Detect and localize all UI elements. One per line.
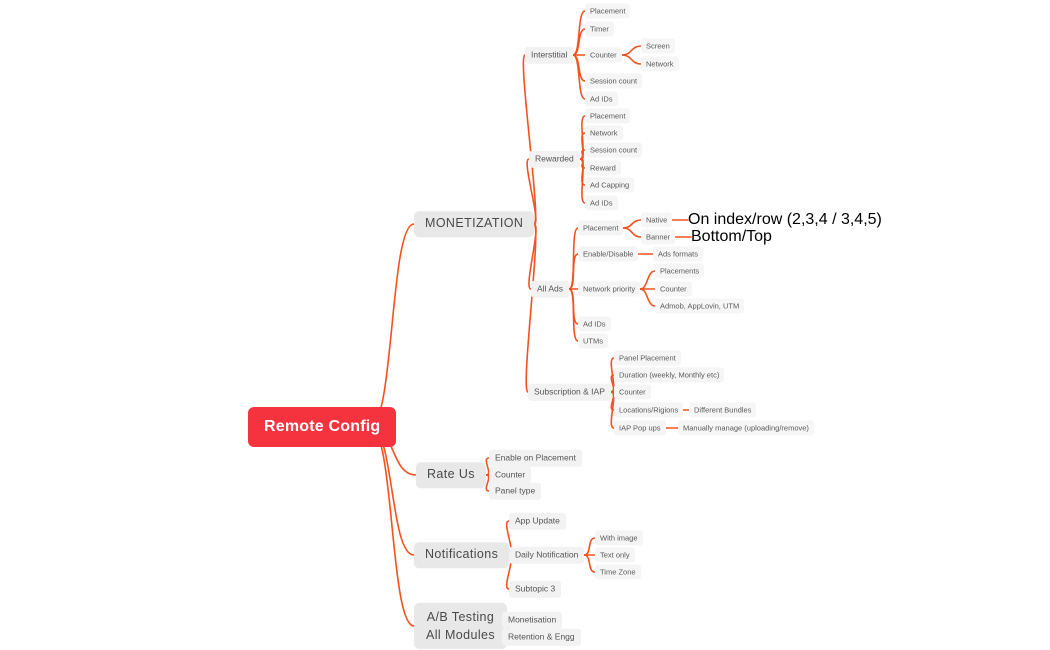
subtopic-node-timer[interactable]: Timer <box>585 21 614 37</box>
subtopic-node-with-image[interactable]: With image <box>595 530 643 546</box>
subtopic-node-reward[interactable]: Reward <box>585 160 621 176</box>
subtopic-node-counter[interactable]: Counter <box>585 47 622 63</box>
subtopic-node-placement[interactable]: Placement <box>578 220 624 236</box>
topic-node-subscription-iap[interactable]: Subscription & IAP <box>528 383 611 401</box>
subtopic-node-ad-ids[interactable]: Ad IDs <box>585 195 618 211</box>
subtopic-node-duration-weekly-monthly-etc[interactable]: Duration (weekly, Monthly etc) <box>614 367 725 383</box>
subtopic-node-locations-rigions[interactable]: Locations/Rigions <box>614 402 684 418</box>
connector <box>572 54 586 100</box>
detail-node-network[interactable]: Network <box>641 56 679 72</box>
connector <box>568 288 579 342</box>
connector <box>568 227 579 290</box>
subtopic-node-ad-ids[interactable]: Ad IDs <box>585 91 618 107</box>
connector <box>583 554 596 573</box>
topic-node-panel-type[interactable]: Panel type <box>489 482 542 500</box>
connector <box>621 45 642 56</box>
connector <box>572 10 586 56</box>
detail-node-different-bundles[interactable]: Different Bundles <box>689 402 757 418</box>
subtopic-node-text-only[interactable]: Text only <box>595 547 635 563</box>
detail-node-banner[interactable]: Banner <box>641 229 676 245</box>
topic-node-enable-on-placement[interactable]: Enable on Placement <box>489 449 582 467</box>
detail-node-placements[interactable]: Placements <box>655 263 705 279</box>
connector <box>572 54 586 82</box>
topic-node-daily-notification[interactable]: Daily Notification <box>509 546 585 564</box>
topic-node-app-update[interactable]: App Update <box>509 512 566 530</box>
subtopic-node-placement[interactable]: Placement <box>585 3 631 19</box>
subtopic-node-session-count[interactable]: Session count <box>585 73 643 89</box>
connector <box>621 54 642 65</box>
topic-node-subtopic-3[interactable]: Subtopic 3 <box>509 580 562 598</box>
branch-node-monetization[interactable]: MONETIZATION <box>414 211 535 237</box>
connector <box>369 223 415 428</box>
detail-node-on-index-row-2-3-4-3-4-5[interactable]: On index/row (2,3,4 / 3,4,5) <box>688 211 882 228</box>
subtopic-node-network-priority[interactable]: Network priority <box>578 281 641 297</box>
branch-node-notifications[interactable]: Notifications <box>414 542 510 568</box>
subtopic-node-enable-disable[interactable]: Enable/Disable <box>578 246 639 262</box>
topic-node-counter[interactable]: Counter <box>489 466 532 484</box>
connector <box>572 28 586 56</box>
subtopic-node-time-zone[interactable]: Time Zone <box>595 564 641 580</box>
subtopic-node-counter[interactable]: Counter <box>614 384 651 400</box>
connector <box>622 227 642 238</box>
detail-node-admob-applovin-utm[interactable]: Admob, AppLovin, UTM <box>655 298 745 314</box>
topic-node-retention-engg[interactable]: Retention & Engg <box>502 628 581 646</box>
subtopic-node-ad-capping[interactable]: Ad Capping <box>585 177 635 193</box>
subtopic-node-session-count[interactable]: Session count <box>585 142 643 158</box>
subtopic-node-panel-placement[interactable]: Panel Placement <box>614 350 681 366</box>
connector <box>639 270 656 290</box>
branch-node-rate-us[interactable]: Rate Us <box>416 462 486 488</box>
connector <box>522 54 537 225</box>
connector <box>622 219 642 229</box>
connector <box>568 253 579 290</box>
subtopic-node-network[interactable]: Network <box>585 125 623 141</box>
connector <box>639 288 656 307</box>
root-node-remote-config[interactable]: Remote Config <box>248 406 397 447</box>
detail-node-native[interactable]: Native <box>641 212 673 228</box>
subtopic-node-placement[interactable]: Placement <box>585 108 631 124</box>
subtopic-node-utms[interactable]: UTMs <box>578 333 608 349</box>
topic-node-interstitial[interactable]: Interstitial <box>525 46 574 64</box>
topic-node-all-ads[interactable]: All Ads <box>531 280 569 298</box>
connector <box>568 288 579 325</box>
detail-node-counter[interactable]: Counter <box>655 281 692 297</box>
connector <box>369 425 415 627</box>
detail-node-ads-formats[interactable]: Ads formats <box>653 246 704 262</box>
topic-node-rewarded[interactable]: Rewarded <box>529 150 580 168</box>
detail-node-manually-manage-uploading-remove[interactable]: Manually manage (uploading/remove) <box>678 420 814 436</box>
connector <box>525 223 537 393</box>
subtopic-node-ad-ids[interactable]: Ad IDs <box>578 316 611 332</box>
detail-node-screen[interactable]: Screen <box>641 38 675 54</box>
connector <box>583 537 596 556</box>
subtopic-node-iap-pop-ups[interactable]: IAP Pop ups <box>614 420 666 436</box>
topic-node-monetisation[interactable]: Monetisation <box>502 611 563 629</box>
detail-node-bottom-top[interactable]: Bottom/Top <box>691 228 772 245</box>
